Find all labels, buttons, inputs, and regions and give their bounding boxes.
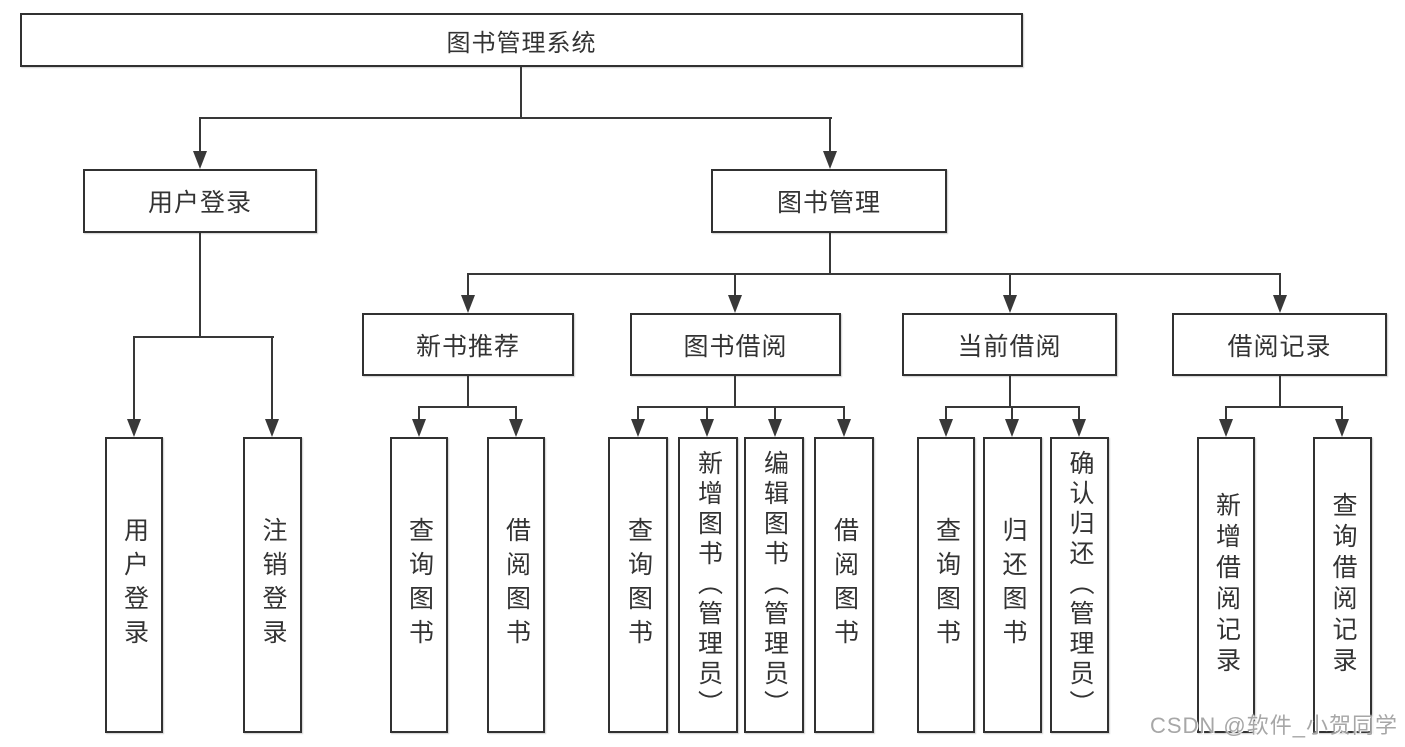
arrowhead-leaf-12 <box>1335 419 1349 437</box>
leaf-return-books-label: 归还图书 <box>999 517 1027 653</box>
connector-drop-leaf-8 <box>945 408 947 420</box>
node-borrow-records: 借阅记录 <box>1172 313 1387 376</box>
arrowhead-leaf-3 <box>509 419 523 437</box>
leaf-borrow-books-recommend-label: 借阅图书 <box>502 517 531 653</box>
node-new-book-recommend-label: 新书推荐 <box>415 332 520 361</box>
arrowhead-leaf-7 <box>837 419 851 437</box>
connector-drop-l3-0 <box>467 275 469 295</box>
leaf-add-borrow-record: 新增借阅记录 <box>1197 437 1255 733</box>
node-current-borrow-label: 当前借阅 <box>957 332 1062 361</box>
arrowhead-l3-1 <box>728 295 742 313</box>
arrowhead-leaf-8 <box>939 419 953 437</box>
connector-book-mgmt-stem <box>829 233 831 274</box>
leaf-query-books-borrow: 查询图书 <box>608 437 668 733</box>
leaf-query-books-recommend-label: 查询图书 <box>405 517 434 653</box>
node-user-login-label: 用户登录 <box>147 189 252 217</box>
connector-drop-leaf-3 <box>515 408 517 420</box>
connector-root-branch <box>199 117 832 119</box>
csdn-watermark: CSDN @软件_小贺同学 <box>1149 713 1398 738</box>
leaf-query-borrow-record: 查询借阅记录 <box>1313 437 1372 733</box>
leaf-borrow-books-recommend: 借阅图书 <box>487 437 545 733</box>
leaf-query-borrow-record-label: 查询借阅记录 <box>1329 492 1357 678</box>
node-book-management: 图书管理 <box>711 169 947 233</box>
node-root-label: 图书管理系统 <box>446 29 597 57</box>
node-current-borrow: 当前借阅 <box>902 313 1117 376</box>
connector-user-login-branch <box>133 336 274 338</box>
connector-current-branch <box>945 406 1080 408</box>
node-book-borrow-label: 图书借阅 <box>683 332 788 361</box>
connector-user-login-stem <box>199 233 201 337</box>
connector-records-branch <box>1225 406 1343 408</box>
connector-drop-leaf-2 <box>418 408 420 420</box>
connector-drop-leaf-5 <box>706 408 708 420</box>
connector-drop-leaf-12 <box>1341 408 1343 420</box>
arrowhead-leaf-0 <box>127 419 141 437</box>
connector-drop-l3-2 <box>1009 275 1011 295</box>
leaf-logout: 注销登录 <box>243 437 302 733</box>
leaf-edit-books-admin-label: 编辑图书（管理员） <box>760 450 789 720</box>
connector-book-mgmt-branch <box>467 273 1281 275</box>
node-borrow-records-label: 借阅记录 <box>1227 332 1332 361</box>
connector-drop-leaf-4 <box>637 408 639 420</box>
arrowhead-user-login <box>193 151 207 169</box>
arrowhead-leaf-6 <box>768 419 782 437</box>
connector-borrow-stem <box>734 376 736 407</box>
arrowhead-l3-2 <box>1003 295 1017 313</box>
connector-drop-leaf-6 <box>774 408 776 420</box>
connector-drop-leaf-10 <box>1078 408 1080 420</box>
leaf-add-borrow-record-label: 新增借阅记录 <box>1212 492 1241 678</box>
connector-recommend-stem <box>467 376 469 407</box>
arrowhead-leaf-2 <box>412 419 426 437</box>
connector-drop-book-mgmt <box>829 119 831 152</box>
leaf-borrow-books-label: 借阅图书 <box>830 517 859 653</box>
leaf-add-books-admin-label: 新增图书（管理员） <box>694 450 723 720</box>
connector-current-stem <box>1009 376 1011 407</box>
connector-drop-user-login <box>199 119 201 152</box>
node-new-book-recommend: 新书推荐 <box>362 313 574 376</box>
connector-drop-leaf-11 <box>1225 408 1227 420</box>
connector-records-stem <box>1279 376 1281 407</box>
leaf-query-books-borrow-label: 查询图书 <box>624 517 653 653</box>
arrowhead-leaf-1 <box>265 419 279 437</box>
connector-drop-leaf-9 <box>1011 408 1013 420</box>
leaf-edit-books-admin: 编辑图书（管理员） <box>744 437 804 733</box>
arrowhead-l3-3 <box>1273 295 1287 313</box>
connector-root-stem <box>520 67 522 118</box>
leaf-borrow-books: 借阅图书 <box>814 437 874 733</box>
arrowhead-l3-0 <box>461 295 475 313</box>
leaf-query-books-current: 查询图书 <box>917 437 975 733</box>
leaf-user-login-label: 用户登录 <box>120 517 149 653</box>
node-book-borrow: 图书借阅 <box>630 313 841 376</box>
leaf-add-books-admin: 新增图书（管理员） <box>678 437 738 733</box>
leaf-logout-label: 注销登录 <box>259 517 287 653</box>
connector-drop-l3-1 <box>734 275 736 295</box>
node-user-login: 用户登录 <box>83 169 317 233</box>
leaf-user-login: 用户登录 <box>105 437 163 733</box>
leaf-confirm-return-admin-label: 确认归还（管理员） <box>1066 450 1094 720</box>
arrowhead-leaf-5 <box>700 419 714 437</box>
connector-drop-leaf-7 <box>843 408 845 420</box>
leaf-query-books-recommend: 查询图书 <box>390 437 448 733</box>
leaf-confirm-return-admin: 确认归还（管理员） <box>1050 437 1109 733</box>
arrowhead-leaf-4 <box>631 419 645 437</box>
leaf-query-books-current-label: 查询图书 <box>932 517 961 653</box>
arrowhead-leaf-9 <box>1005 419 1019 437</box>
node-book-management-label: 图书管理 <box>776 189 881 217</box>
connector-borrow-branch <box>637 406 845 408</box>
connector-recommend-branch <box>418 406 517 408</box>
connector-drop-leaf-0 <box>133 338 135 420</box>
arrowhead-leaf-10 <box>1072 419 1086 437</box>
connector-drop-l3-3 <box>1279 275 1281 295</box>
node-root: 图书管理系统 <box>20 13 1023 67</box>
arrowhead-leaf-11 <box>1219 419 1233 437</box>
leaf-return-books: 归还图书 <box>983 437 1042 733</box>
arrowhead-book-mgmt <box>823 151 837 169</box>
connector-drop-leaf-1 <box>271 338 273 420</box>
